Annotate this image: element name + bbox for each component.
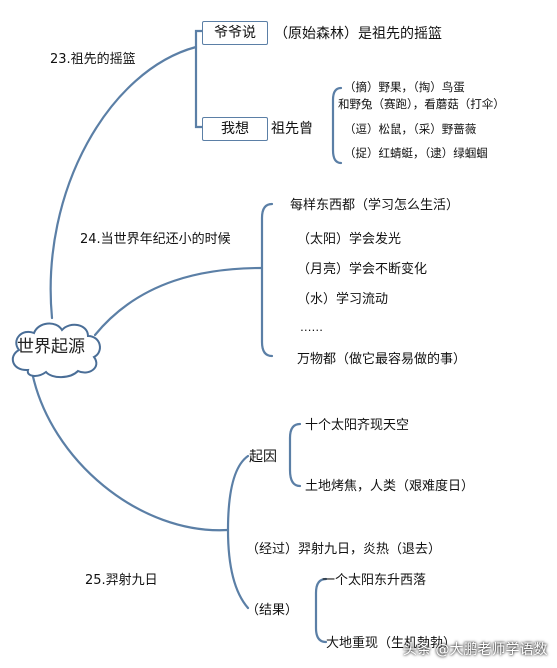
- s24-item-3: （月亮）学会不断变化: [297, 262, 428, 277]
- s23-item-4: （捉）红蜻蜓，（逮）绿蝈蝈: [344, 146, 488, 160]
- s23-item-1: （摘）野果，（掏）鸟蛋: [344, 80, 465, 94]
- process-text: （经过）羿射九日，炎热（退去）: [246, 542, 442, 557]
- bracket-23-items: [331, 86, 343, 165]
- branch-23: [49, 45, 198, 320]
- s24-item-1: 每样东西都（学习怎么生活）: [290, 198, 460, 213]
- result-item-2: 大地重现（生机勃勃）: [326, 636, 457, 651]
- me-box-label: 我想: [221, 121, 249, 137]
- s23-item-3: （逗）松鼠，（采）野蔷薇: [344, 122, 477, 136]
- branch-24: [93, 266, 264, 337]
- bracket-result: [314, 577, 328, 644]
- bracket-cause: [288, 422, 302, 488]
- bracket-24: [260, 202, 274, 358]
- bracket-25: [226, 454, 250, 610]
- me-text: 祖先曾: [271, 121, 313, 137]
- bracket-23: [194, 29, 204, 129]
- section-25-title: 25.羿射九日: [85, 573, 158, 588]
- me-box: 我想: [202, 117, 268, 141]
- cloud-node: [11, 322, 101, 379]
- s24-item-4: （水）学习流动: [297, 292, 389, 307]
- result-label: （结果）: [246, 603, 299, 618]
- center-label: 世界起源: [17, 337, 85, 357]
- grandpa-box-label: 爷爷说: [214, 25, 256, 41]
- cause-label: 起因: [249, 449, 277, 465]
- cause-item-2: 土地烤焦，人类（艰难度日）: [305, 479, 475, 494]
- s24-item-2: （太阳）学会发光: [297, 232, 402, 247]
- section-24-title: 24.当世界年纪还小的时候: [80, 232, 231, 247]
- grandpa-text: （原始森林）是祖先的摇篮: [274, 26, 442, 42]
- section-23-title: 23.祖先的摇篮: [50, 52, 136, 67]
- s24-item-5: 万物都（做它最容易做的事）: [297, 352, 467, 367]
- s24-item-ellipsis: ……: [300, 320, 323, 334]
- watermark: 头条 @大鹏老师学语数: [403, 642, 548, 658]
- grandpa-box: 爷爷说: [202, 21, 268, 45]
- branch-25: [30, 370, 230, 532]
- result-item-1: 一个太阳东升西落: [322, 573, 427, 588]
- cause-item-1: 十个太阳齐现天空: [305, 418, 410, 433]
- s23-item-2: 和野兔（赛跑），看蘑菇（打伞）: [338, 97, 505, 111]
